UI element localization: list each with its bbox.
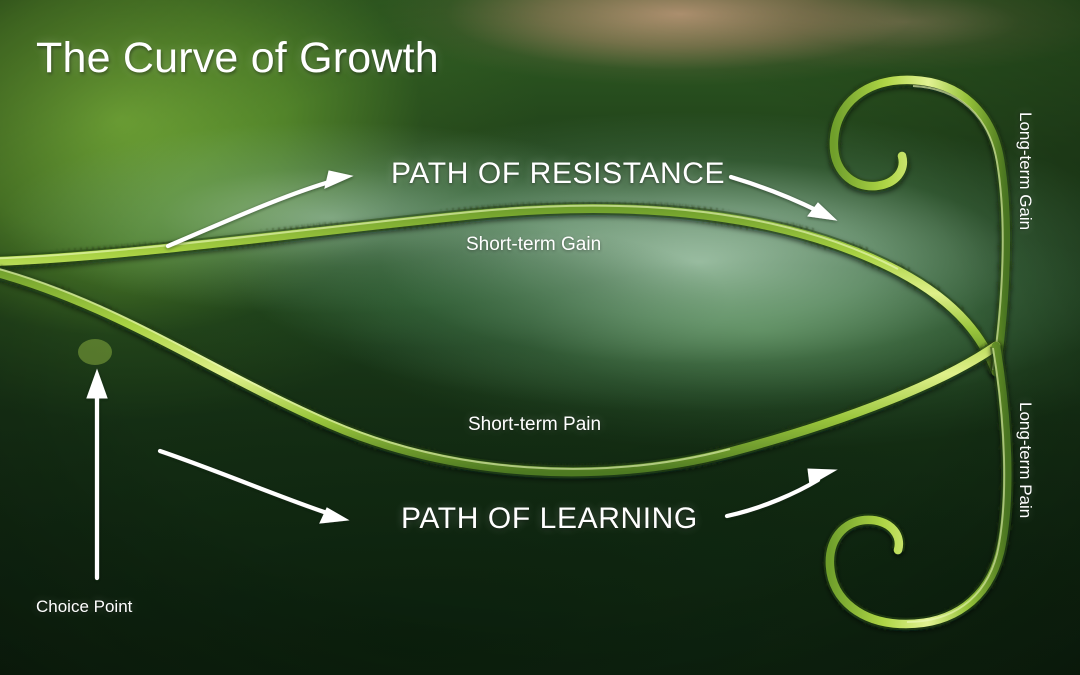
label-path-of-resistance: PATH OF RESISTANCE [391,157,726,190]
upper-right-arrow [728,174,838,221]
label-path-of-learning: PATH OF LEARNING [401,502,698,535]
vine-upper-right-spiral [825,71,1014,377]
vine-upper-resistance [0,200,1004,377]
lower-left-arrow [157,448,350,524]
lower-right-arrow [724,468,838,519]
upper-left-arrow [165,170,354,249]
vine-lower-right-spiral [821,341,1016,633]
label-long-term-pain: Long-term Pain [1016,402,1035,519]
page-title: The Curve of Growth [36,34,439,82]
label-short-term-pain: Short-term Pain [468,414,602,435]
label-choice-point: Choice Point [36,597,133,616]
vine-crossing-point [78,339,112,365]
choice-point-arrow [86,368,108,581]
vine-lower-learning [0,264,1001,481]
label-long-term-gain: Long-term Gain [1016,112,1035,231]
label-short-term-gain: Short-term Gain [466,234,602,255]
